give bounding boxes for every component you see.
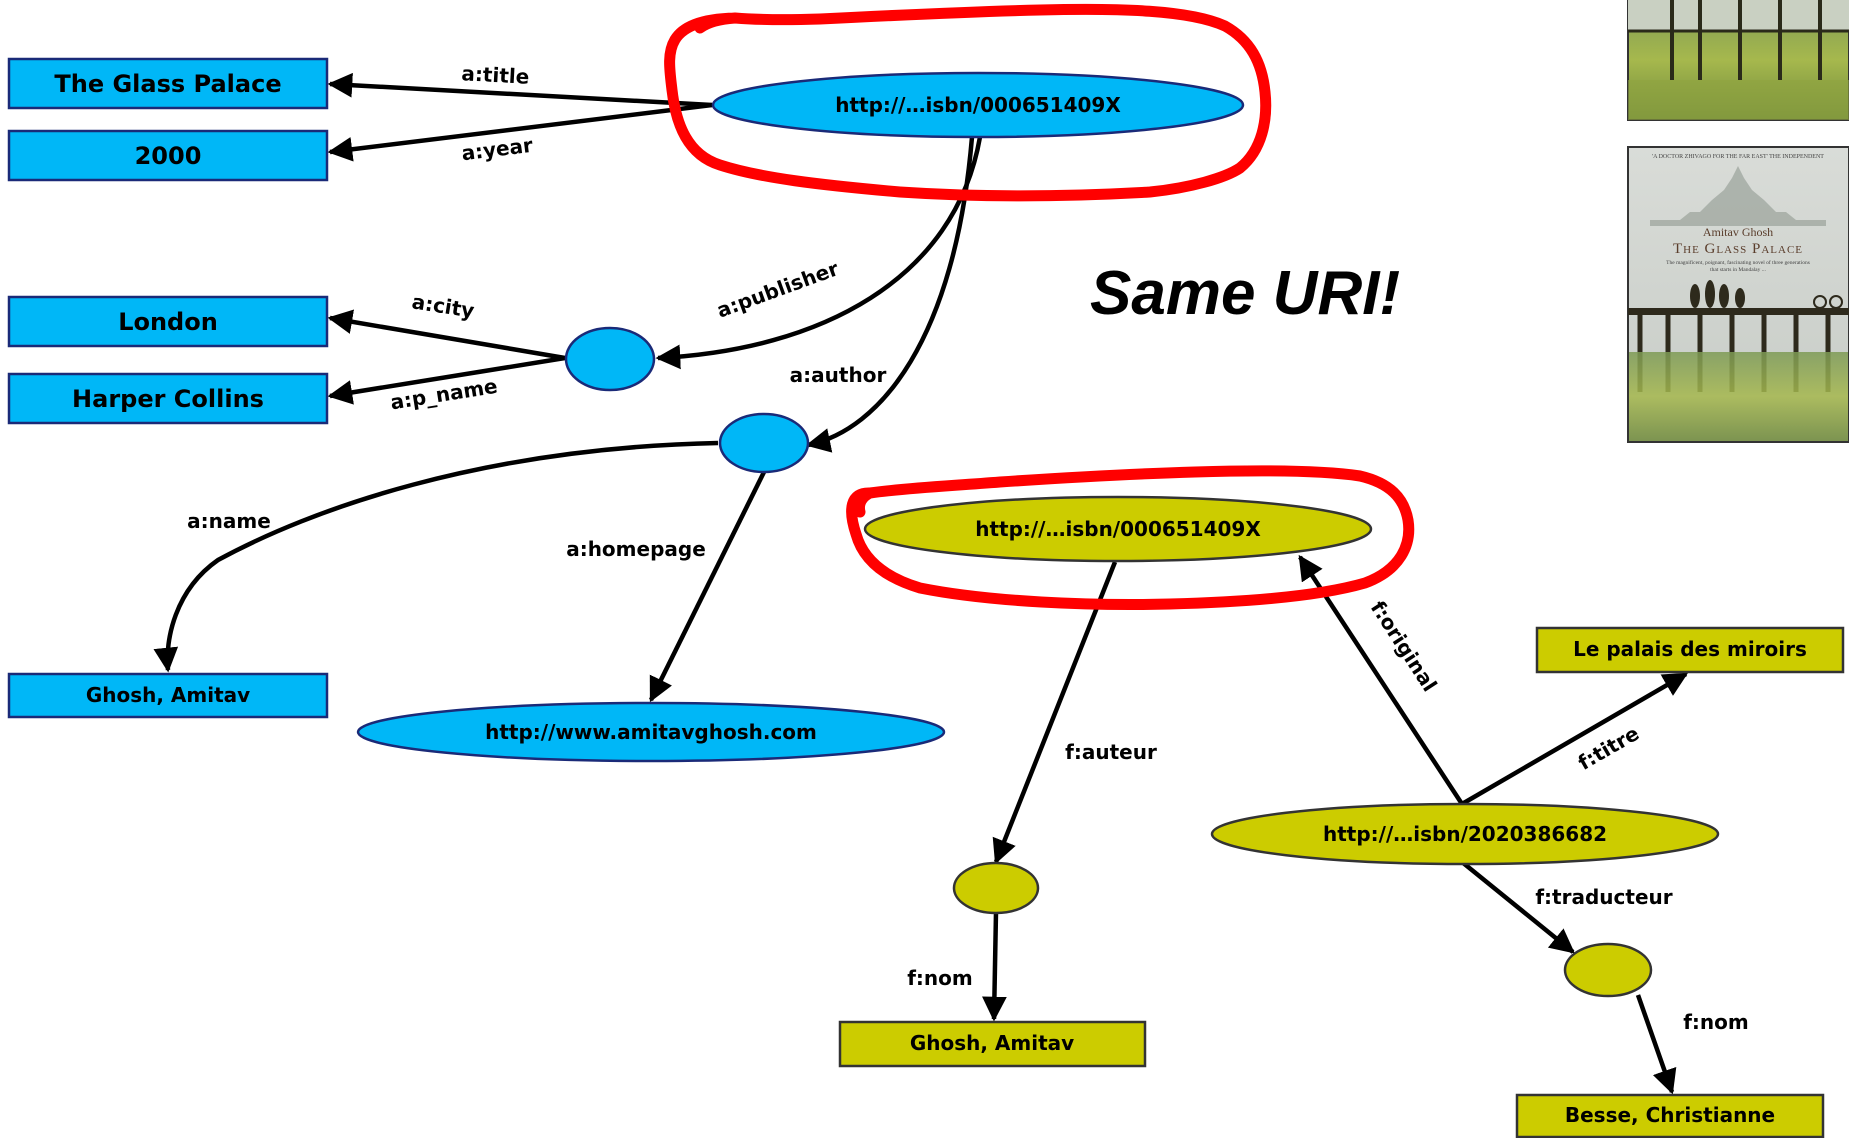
label-f-nom-author: f:nom bbox=[907, 966, 973, 990]
year-literal bbox=[7, 129, 329, 182]
label-a-publisher: a:publisher bbox=[714, 256, 842, 322]
book-node-en bbox=[711, 71, 1245, 139]
book-node-en-label: http://…isbn/000651409X bbox=[835, 93, 1121, 117]
homepage-node-label: http://www.amitavghosh.com bbox=[485, 720, 817, 744]
book-cover-top bbox=[1627, 0, 1849, 121]
titre-literal-text: Le palais des miroirs bbox=[1573, 637, 1807, 661]
cover-title: The Glass Palace bbox=[1673, 241, 1803, 257]
cover-author: Amitav Ghosh bbox=[1703, 225, 1773, 239]
highlight-circle-bottom bbox=[846, 465, 1415, 610]
author-nom-literal-fr bbox=[838, 1020, 1147, 1068]
author-name-literal-en bbox=[7, 672, 329, 719]
label-a-name: a:name bbox=[187, 509, 271, 533]
book-node-fr bbox=[863, 495, 1373, 563]
title-literal bbox=[7, 57, 329, 110]
edge-title bbox=[327, 72, 713, 108]
author-blank-node bbox=[718, 412, 810, 474]
edge-nom-author bbox=[982, 911, 1007, 1022]
author-nom-literal-fr-text: Ghosh, Amitav bbox=[910, 1031, 1074, 1055]
cover-blurb-2: that starts in Mandalay ... bbox=[1710, 267, 1766, 273]
label-f-auteur: f:auteur bbox=[1065, 740, 1157, 764]
translator-blank-node bbox=[1563, 942, 1653, 998]
translation-node bbox=[1210, 802, 1720, 866]
edge-p-name bbox=[327, 355, 566, 405]
label-f-titre: f:titre bbox=[1574, 721, 1643, 775]
label-f-original: f:original bbox=[1366, 596, 1442, 695]
english-graph: http://…isbn/000651409X The Glass Palace… bbox=[7, 57, 1245, 763]
edge-city bbox=[327, 309, 566, 361]
edge-name bbox=[153, 440, 719, 673]
label-a-homepage: a:homepage bbox=[566, 537, 706, 561]
title-literal-text: The Glass Palace bbox=[54, 70, 281, 98]
edge-year bbox=[327, 102, 713, 162]
edge-nom-translator bbox=[1635, 994, 1677, 1095]
homepage-node bbox=[356, 701, 946, 763]
label-a-city: a:city bbox=[410, 289, 476, 323]
author-blank-node-fr bbox=[952, 861, 1040, 915]
edge-author bbox=[805, 136, 975, 453]
edge-original bbox=[1298, 554, 1464, 806]
highlight-circle-top bbox=[664, 3, 1272, 202]
label-a-p-name: a:p_name bbox=[389, 374, 499, 415]
edge-titre bbox=[1460, 672, 1689, 806]
translator-nom-literal bbox=[1515, 1093, 1825, 1138]
translator-nom-literal-text: Besse, Christianne bbox=[1565, 1103, 1775, 1127]
author-name-literal-en-text: Ghosh, Amitav bbox=[86, 683, 250, 707]
cover-pagoda-image bbox=[1650, 166, 1826, 226]
edge-auteur bbox=[992, 561, 1118, 865]
edge-traducteur bbox=[1460, 860, 1575, 954]
cover-quote: 'A DOCTOR ZHIVAGO FOR THE FAR EAST' THE … bbox=[1652, 154, 1824, 160]
city-literal-text: London bbox=[118, 308, 218, 336]
label-a-author: a:author bbox=[790, 363, 887, 387]
edge-homepage bbox=[648, 469, 768, 703]
label-a-title: a:title bbox=[461, 61, 530, 89]
label-a-year: a:year bbox=[460, 133, 534, 166]
titre-literal bbox=[1535, 626, 1845, 674]
book-cover-main: 'A DOCTOR ZHIVAGO FOR THE FAR EAST' THE … bbox=[1627, 146, 1849, 443]
label-f-traducteur: f:traducteur bbox=[1535, 885, 1672, 909]
publisher-name-literal bbox=[7, 372, 329, 425]
publisher-blank-node bbox=[564, 326, 656, 392]
translation-node-label: http://…isbn/2020386682 bbox=[1323, 822, 1607, 846]
highlight-marks bbox=[664, 3, 1415, 610]
cover-blurb-1: The magnificent, poignant, fascinating n… bbox=[1666, 259, 1810, 266]
book-node-fr-label: http://…isbn/000651409X bbox=[975, 517, 1261, 541]
headline-same-uri: Same URI! bbox=[1090, 259, 1400, 328]
city-literal bbox=[7, 295, 329, 348]
publisher-name-literal-text: Harper Collins bbox=[72, 385, 264, 413]
french-graph: http://…isbn/000651409X Ghosh, Amitav ht… bbox=[838, 495, 1845, 1138]
year-literal-text: 2000 bbox=[135, 142, 202, 170]
french-edges bbox=[982, 554, 1689, 1095]
label-f-nom-translator: f:nom bbox=[1683, 1010, 1749, 1034]
